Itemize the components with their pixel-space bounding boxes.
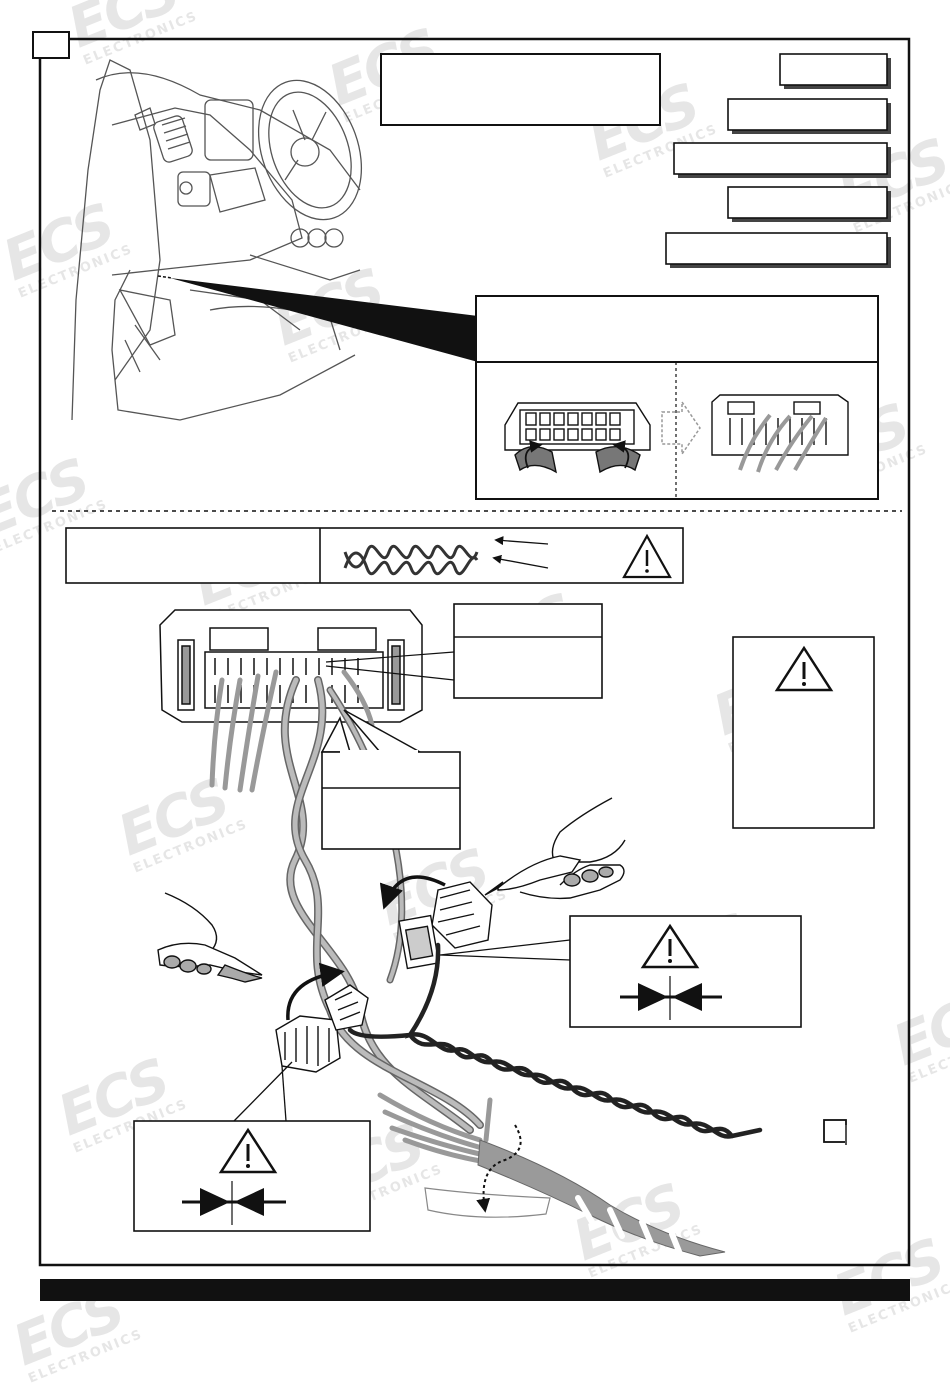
twisted-pair-black	[347, 942, 763, 1139]
connector-wire-bundle	[209, 669, 375, 793]
warning-box-connector-right	[569, 915, 802, 1028]
warning-note-box-right	[732, 636, 875, 829]
wire-connector-upper	[398, 881, 493, 970]
warning-triangle-icon	[774, 645, 834, 692]
wire-connector-lower	[275, 984, 369, 1073]
connector-press-icon	[182, 1181, 286, 1225]
warning-box-connector-left	[133, 1120, 371, 1232]
location-pointer-wedge	[170, 278, 478, 362]
warning-triangle-icon	[622, 533, 672, 579]
page-frame	[38, 37, 911, 1267]
connector-press-icon	[620, 976, 722, 1020]
label-box-2	[727, 98, 888, 131]
rotate-arrow-upper-icon	[379, 875, 446, 910]
connector-rear-view	[159, 609, 423, 723]
obd-connector-detail-box	[475, 295, 879, 500]
hand-with-pliers-left	[157, 892, 263, 983]
pin-label-box	[453, 603, 603, 699]
callout-box-wire-color	[320, 709, 461, 850]
check-square	[823, 1119, 847, 1143]
twisted-pair-symbol	[343, 551, 479, 576]
warning-triangle-icon	[218, 1127, 278, 1174]
label-box-4	[727, 186, 888, 219]
label-box-stack	[665, 53, 891, 268]
label-box-1	[779, 53, 888, 86]
hand-with-pliers-right	[484, 797, 626, 900]
warning-triangle-icon	[640, 923, 700, 969]
next-step-arrow-icon	[661, 399, 701, 457]
car-interior-drawing	[71, 59, 363, 421]
obd-connector-left	[504, 402, 651, 474]
rotate-arrow-lower-icon	[286, 962, 345, 1021]
step-number-box	[32, 31, 70, 59]
top-info-box	[380, 53, 661, 126]
twisted-wire-legend-box	[65, 527, 684, 584]
wrap-direction-arrow-icon	[476, 1124, 522, 1213]
label-box-5	[665, 232, 888, 265]
diagram-canvas	[32, 31, 911, 1267]
footer-bar	[40, 1279, 910, 1301]
obd-connector-right	[711, 394, 849, 473]
label-box-3	[673, 142, 888, 175]
